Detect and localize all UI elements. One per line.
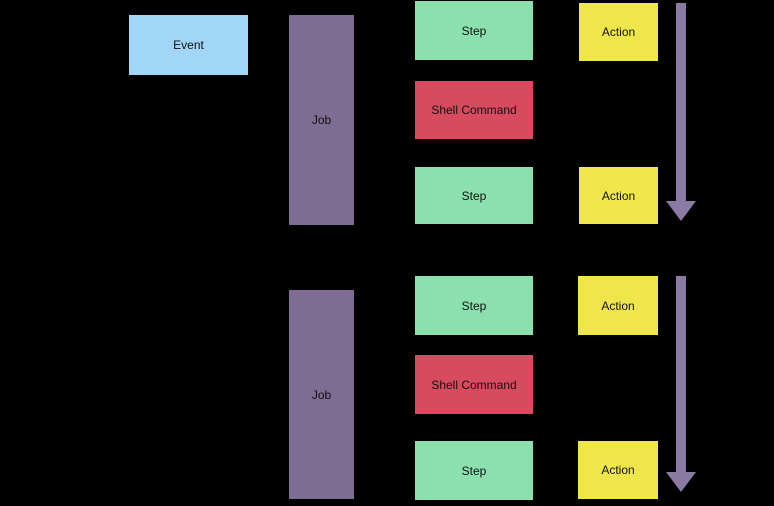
step-node-3: Step <box>415 276 533 335</box>
flow-arrow-1-head <box>666 201 696 221</box>
job-node-1: Job <box>289 15 354 225</box>
action-label: Action <box>601 298 635 313</box>
shell-command-node-1: Shell Command <box>415 81 533 139</box>
step-node-1: Step <box>415 1 533 60</box>
job-node-2: Job <box>289 290 354 499</box>
action-label: Action <box>601 188 636 203</box>
action-label: Action <box>601 25 636 39</box>
step-node-4: Step <box>415 441 533 500</box>
action-label: Action <box>601 463 635 477</box>
event-label: Event <box>173 38 204 52</box>
action-node-2: Action <box>579 167 658 224</box>
step-label: Step <box>461 188 487 203</box>
shell-command-node-2: Shell Command <box>415 355 533 414</box>
step-label: Step <box>461 23 487 38</box>
event-node: Event <box>129 15 248 75</box>
step-label: Step <box>461 463 487 478</box>
flow-arrow-2-shaft <box>676 276 686 473</box>
shell-command-label: Shell Command <box>431 103 517 117</box>
job-label: Job <box>311 113 332 127</box>
shell-command-label: Shell Command <box>431 377 517 392</box>
action-node-1: Action <box>579 3 658 61</box>
step-node-2: Step <box>415 167 533 224</box>
flow-arrow-2-head <box>666 472 696 492</box>
action-node-3: Action <box>578 276 658 335</box>
job-label: Job <box>311 387 332 402</box>
step-label: Step <box>461 298 487 313</box>
flow-arrow-1-shaft <box>676 3 686 202</box>
action-node-4: Action <box>578 441 658 499</box>
